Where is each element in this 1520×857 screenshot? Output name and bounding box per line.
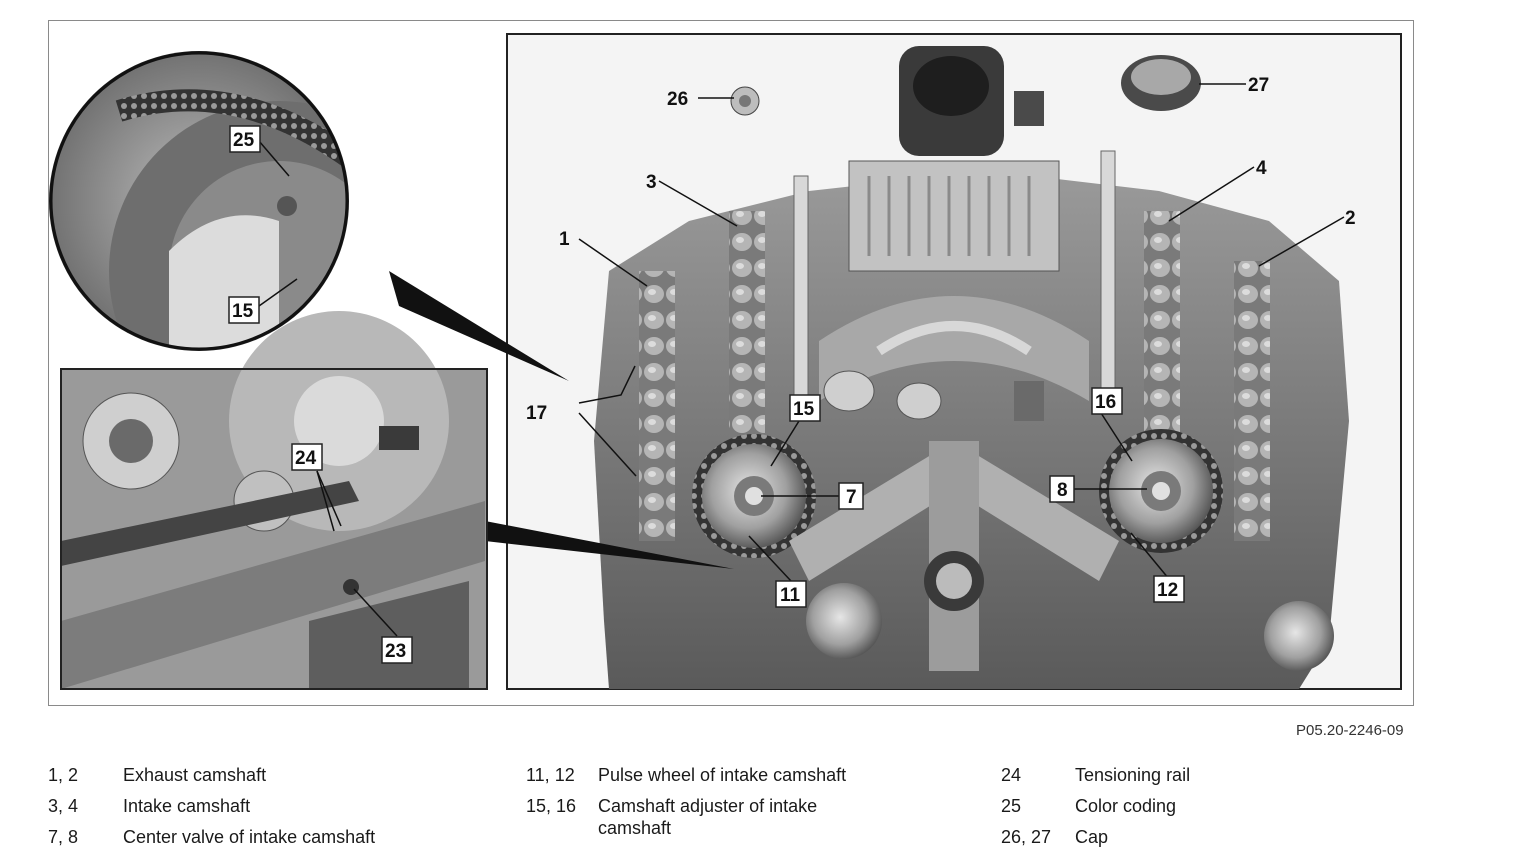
callout-labels: 1 2 3 4 17 26 27 xyxy=(526,75,1356,424)
legend-number: 7, 8 xyxy=(48,827,79,847)
callout-15: 15 xyxy=(793,399,815,420)
callout-23: 23 xyxy=(385,641,406,662)
callout-12: 12 xyxy=(1157,580,1178,601)
callout-11: 11 xyxy=(780,585,801,606)
legend-number: 15, 16 xyxy=(526,796,577,816)
figure-code: P05.20-2246-09 xyxy=(1296,722,1404,739)
legend-description: Exhaust camshaft xyxy=(123,765,267,785)
callout-24: 24 xyxy=(295,448,317,469)
callout-8: 8 xyxy=(1057,480,1068,501)
callout-27: 27 xyxy=(1248,75,1269,96)
legend-description: Cap xyxy=(1075,827,1109,847)
callout-15-inset: 15 xyxy=(232,301,254,322)
legend-number: 3, 4 xyxy=(48,796,79,816)
figure-frame: 1 2 3 4 17 26 27 15 16 7 8 11 12 25 15 2… xyxy=(48,20,1414,706)
callout-2: 2 xyxy=(1345,208,1356,229)
legend-number: 26, 27 xyxy=(1001,827,1052,847)
legend-number: 1, 2 xyxy=(48,765,79,785)
legend-description: Color coding xyxy=(1075,796,1177,816)
detail-inset-panel xyxy=(60,311,734,690)
callout-7: 7 xyxy=(846,487,857,508)
legend-description: Intake camshaft xyxy=(123,796,251,816)
legend-number: 24 xyxy=(1001,765,1022,785)
callout-25: 25 xyxy=(233,130,255,151)
engine-illustration: 1 2 3 4 17 26 27 15 16 7 8 11 12 25 15 2… xyxy=(49,33,1402,690)
callout-17: 17 xyxy=(526,403,547,424)
main-engine-panel xyxy=(506,33,1402,690)
legend-description: Center valve of intake camshaft xyxy=(123,827,376,847)
callout-16: 16 xyxy=(1095,392,1116,413)
callout-26: 26 xyxy=(667,89,688,110)
legend-description: Tensioning rail xyxy=(1075,765,1191,785)
boxed-callouts: 15 16 7 8 11 12 25 15 24 23 xyxy=(228,125,1185,664)
legend-description: Camshaft adjuster of intake camshaft xyxy=(598,796,818,838)
callout-3: 3 xyxy=(646,172,657,193)
legend-description: Pulse wheel of intake camshaft xyxy=(598,765,847,785)
leader-lines xyxy=(258,83,1345,637)
callout-1: 1 xyxy=(559,229,570,250)
detail-magnifier-circle xyxy=(49,51,569,381)
legend-number: 25 xyxy=(1001,796,1022,816)
callout-4: 4 xyxy=(1256,158,1267,179)
legend-number: 11, 12 xyxy=(526,765,575,785)
